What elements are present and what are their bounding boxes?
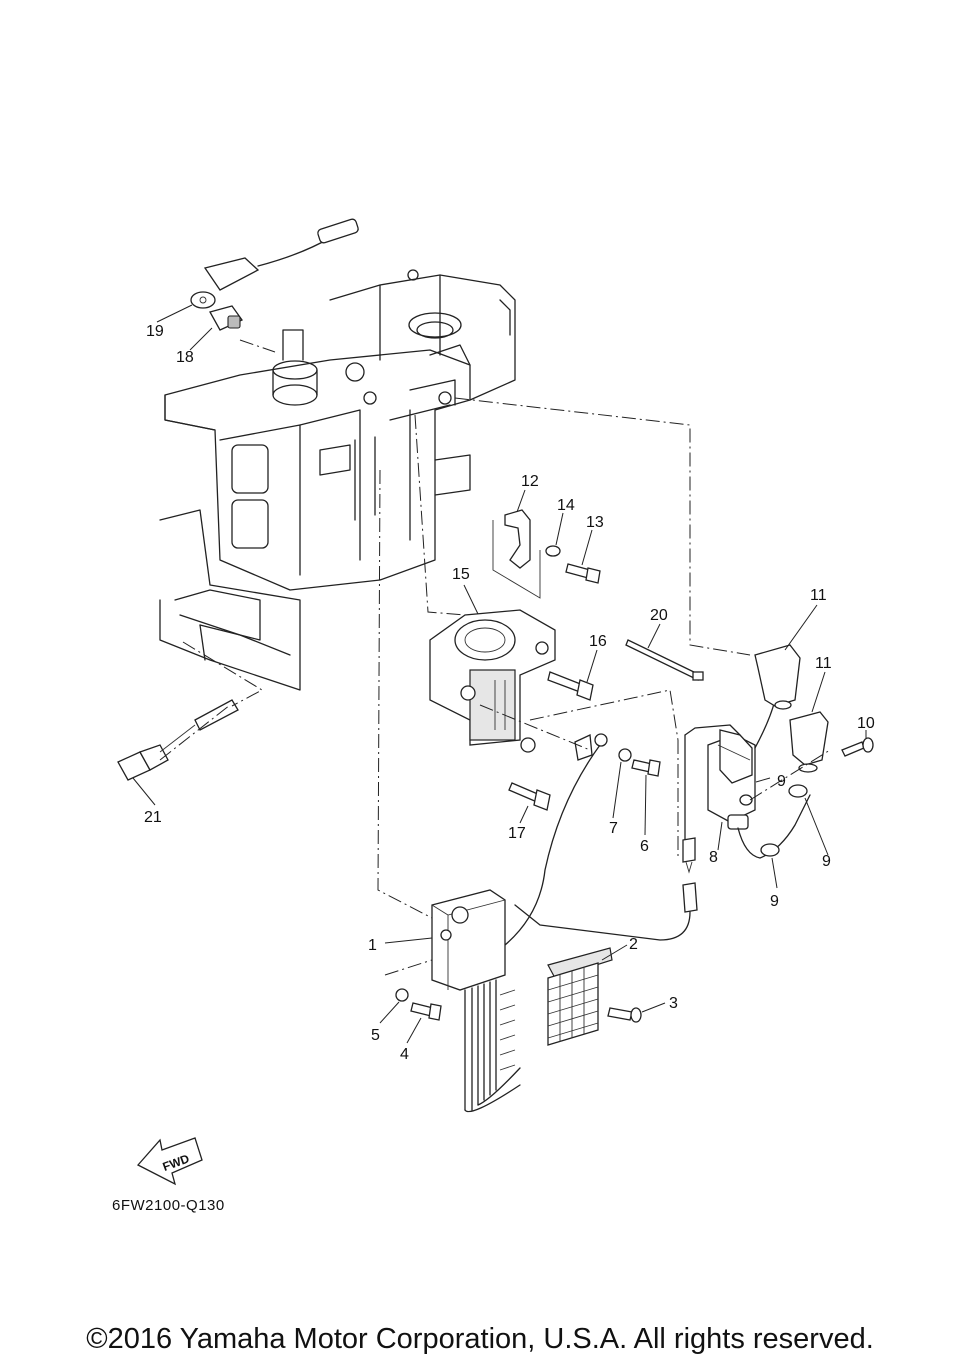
copyright-notice: ©2016 Yamaha Motor Corporation, U.S.A. A…	[86, 1323, 874, 1355]
callout-15: 15	[452, 566, 470, 583]
grommets-9	[739, 784, 808, 857]
callout-7: 7	[609, 820, 618, 837]
callout-6: 6	[640, 838, 649, 855]
bolt-6	[631, 759, 661, 777]
callout-1: 1	[368, 937, 377, 954]
callout-19: 19	[146, 323, 164, 340]
callout-20: 20	[650, 607, 668, 624]
leader-lines	[132, 304, 867, 1044]
callout-9a: 9	[777, 773, 786, 790]
callout-9c: 9	[770, 893, 779, 910]
callout-labels: 1 2 3 4 5 6 7 8 9 9 9 10 11 11 12 13 14 …	[144, 323, 875, 1063]
plug-cap-11a	[754, 644, 801, 749]
callout-5: 5	[371, 1027, 380, 1044]
callout-4: 4	[400, 1046, 409, 1063]
callout-17: 17	[508, 825, 526, 842]
terminal-block-2	[547, 947, 613, 1046]
screw-3	[607, 1007, 642, 1023]
tie-strap-20	[625, 639, 704, 681]
diagram-code: 6FW2100-Q130	[112, 1197, 225, 1214]
screw-10	[841, 737, 874, 757]
engine-block	[159, 269, 516, 691]
callout-12: 12	[521, 473, 539, 490]
cdi-unit-1	[431, 889, 521, 1113]
plug-cap-11b	[789, 711, 829, 773]
sensor-19	[190, 218, 359, 309]
callout-14: 14	[557, 497, 575, 514]
callout-8: 8	[709, 849, 718, 866]
bolt-4	[410, 1002, 442, 1021]
washer-14	[545, 545, 561, 557]
callout-3: 3	[669, 995, 678, 1012]
washer-5	[395, 988, 409, 1002]
sensor-21	[117, 699, 239, 781]
callout-10: 10	[857, 715, 875, 732]
callout-21: 21	[144, 809, 162, 826]
stator-15	[429, 609, 556, 753]
callout-11b: 11	[815, 655, 832, 672]
assembly-lines	[159, 339, 831, 976]
sensor-18	[209, 305, 243, 331]
callout-16: 16	[589, 633, 607, 650]
callout-9b: 9	[822, 853, 831, 870]
connector-pair	[514, 837, 698, 941]
bolt-13	[565, 563, 601, 584]
bracket-12	[492, 509, 541, 599]
fwd-arrow-icon: FWD	[136, 1137, 203, 1186]
bolt-17	[508, 782, 551, 811]
callout-13: 13	[586, 514, 604, 531]
bolt-16	[547, 671, 594, 701]
ground-lead	[504, 733, 608, 946]
callout-2: 2	[629, 936, 638, 953]
washer-7	[618, 748, 632, 762]
callout-18: 18	[176, 349, 194, 366]
callout-11a: 11	[810, 587, 827, 604]
